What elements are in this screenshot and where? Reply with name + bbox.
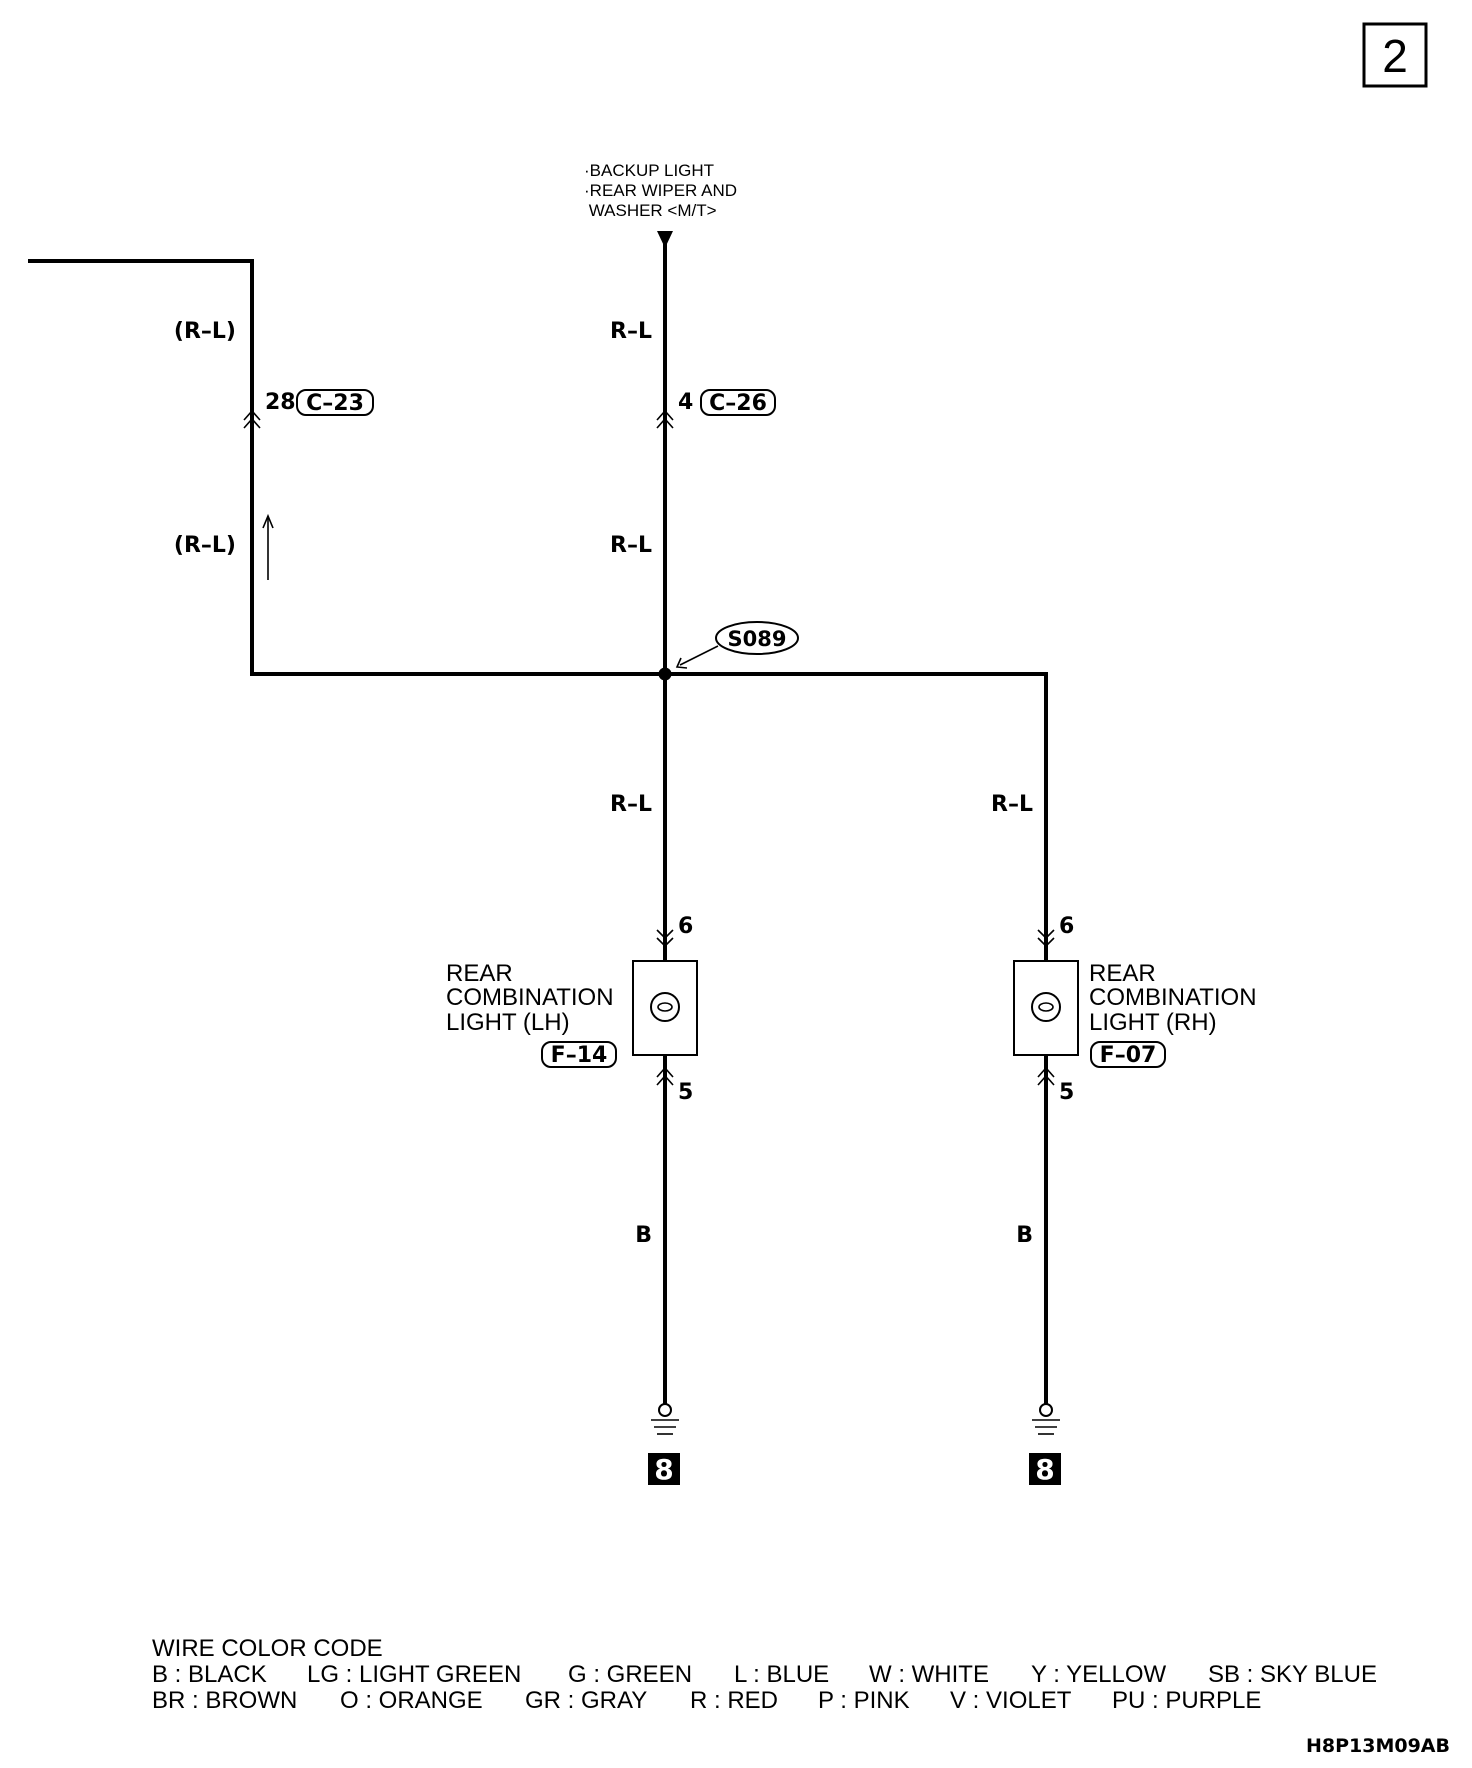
rh-connector-id: F–07 (1100, 1043, 1157, 1068)
legend-item: PU : PURPLE (1112, 1687, 1261, 1714)
splice-dot-icon (658, 667, 672, 681)
flow-arrow-icon (262, 513, 274, 580)
rh-name-line-3: LIGHT (RH) (1089, 1009, 1217, 1036)
lh-pin-top: 6 (678, 914, 693, 939)
lh-connector-id: F–14 (551, 1043, 608, 1068)
legend-item: V : VIOLET (950, 1687, 1072, 1714)
lh-name-line-3: LIGHT (LH) (446, 1009, 570, 1036)
wire-label-lh-ground: B (635, 1223, 652, 1248)
wire-label-right-upper: R–L (991, 792, 1033, 817)
legend-item: P : PINK (818, 1687, 910, 1714)
top-feed-line-2: ·REAR WIPER AND (584, 181, 737, 200)
legend-item: BR : BROWN (152, 1687, 297, 1714)
legend-item: Y : YELLOW (1031, 1661, 1167, 1688)
legend-item: LG : LIGHT GREEN (307, 1661, 521, 1688)
connector-c23: 28 C–23 (243, 389, 374, 429)
legend-item: L : BLUE (734, 1661, 829, 1688)
bulb-icon (650, 992, 680, 1022)
rh-pin-bottom: 5 (1059, 1080, 1074, 1105)
rear-combination-light-rh: 6 5 REAR COMBINATION LIGHT (RH) F–07 (1013, 914, 1257, 1105)
ground-icon (658, 1403, 672, 1417)
lh-pin-bottom: 5 (678, 1080, 693, 1105)
ground-icon (1039, 1403, 1053, 1417)
wire-label-rh-ground: B (1016, 1223, 1033, 1248)
legend-item: G : GREEN (568, 1661, 692, 1688)
splice-id: S089 (728, 627, 787, 651)
legend-title: WIRE COLOR CODE (152, 1635, 383, 1662)
connector-c26-pin: 4 (678, 390, 693, 415)
left-wire (28, 259, 667, 676)
connector-c23-id: C–23 (306, 391, 364, 416)
right-wire (663, 672, 1048, 1406)
page-number-box: 2 (1362, 22, 1428, 88)
ground-rh-id: 8 (1035, 1453, 1054, 1486)
connector-c26: 4 C–26 (656, 389, 776, 429)
legend-item: GR : GRAY (525, 1687, 647, 1714)
bulb-icon (1031, 992, 1061, 1022)
connector-c26-id: C–26 (709, 391, 767, 416)
ground-rh: 8 (1029, 1403, 1061, 1486)
rh-pin-top: 6 (1059, 914, 1074, 939)
wire-label-left-lower: (R–L) (174, 533, 236, 558)
top-feed-line-3: WASHER <M/T> (584, 201, 717, 220)
wire-label-left-upper: (R–L) (174, 319, 236, 344)
top-feed-line-1: ·BACKUP LIGHT (584, 161, 714, 180)
rh-name-line-2: COMBINATION (1089, 984, 1257, 1011)
top-feed-label: ·BACKUP LIGHT ·REAR WIPER AND WASHER <M/… (584, 161, 737, 220)
ground-lh: 8 (648, 1403, 680, 1486)
legend-item: B : BLACK (152, 1661, 267, 1688)
lh-name-line-1: REAR (446, 960, 513, 987)
wire-color-legend: WIRE COLOR CODE B : BLACK LG : LIGHT GRE… (152, 1635, 1377, 1714)
legend-item: W : WHITE (869, 1661, 989, 1688)
figure-code: H8P13M09AB (1306, 1735, 1450, 1757)
wire-label-center-lower: R–L (610, 792, 652, 817)
lh-name-line-2: COMBINATION (446, 984, 614, 1011)
splice-s089: S089 (658, 621, 799, 681)
legend-item: R : RED (690, 1687, 778, 1714)
connector-chevron-icon (656, 409, 674, 421)
rear-combination-light-lh: 6 5 REAR COMBINATION LIGHT (LH) F–14 (446, 914, 698, 1105)
rh-name-line-1: REAR (1089, 960, 1156, 987)
legend-item: O : ORANGE (340, 1687, 483, 1714)
wire-label-center-upper: R–L (610, 319, 652, 344)
connector-chevron-icon (243, 409, 261, 421)
page-number: 2 (1382, 30, 1408, 82)
legend-item: SB : SKY BLUE (1208, 1661, 1377, 1688)
connector-c23-pin: 28 (265, 390, 296, 415)
ground-lh-id: 8 (654, 1453, 673, 1486)
wire-label-center-middle: R–L (610, 533, 652, 558)
